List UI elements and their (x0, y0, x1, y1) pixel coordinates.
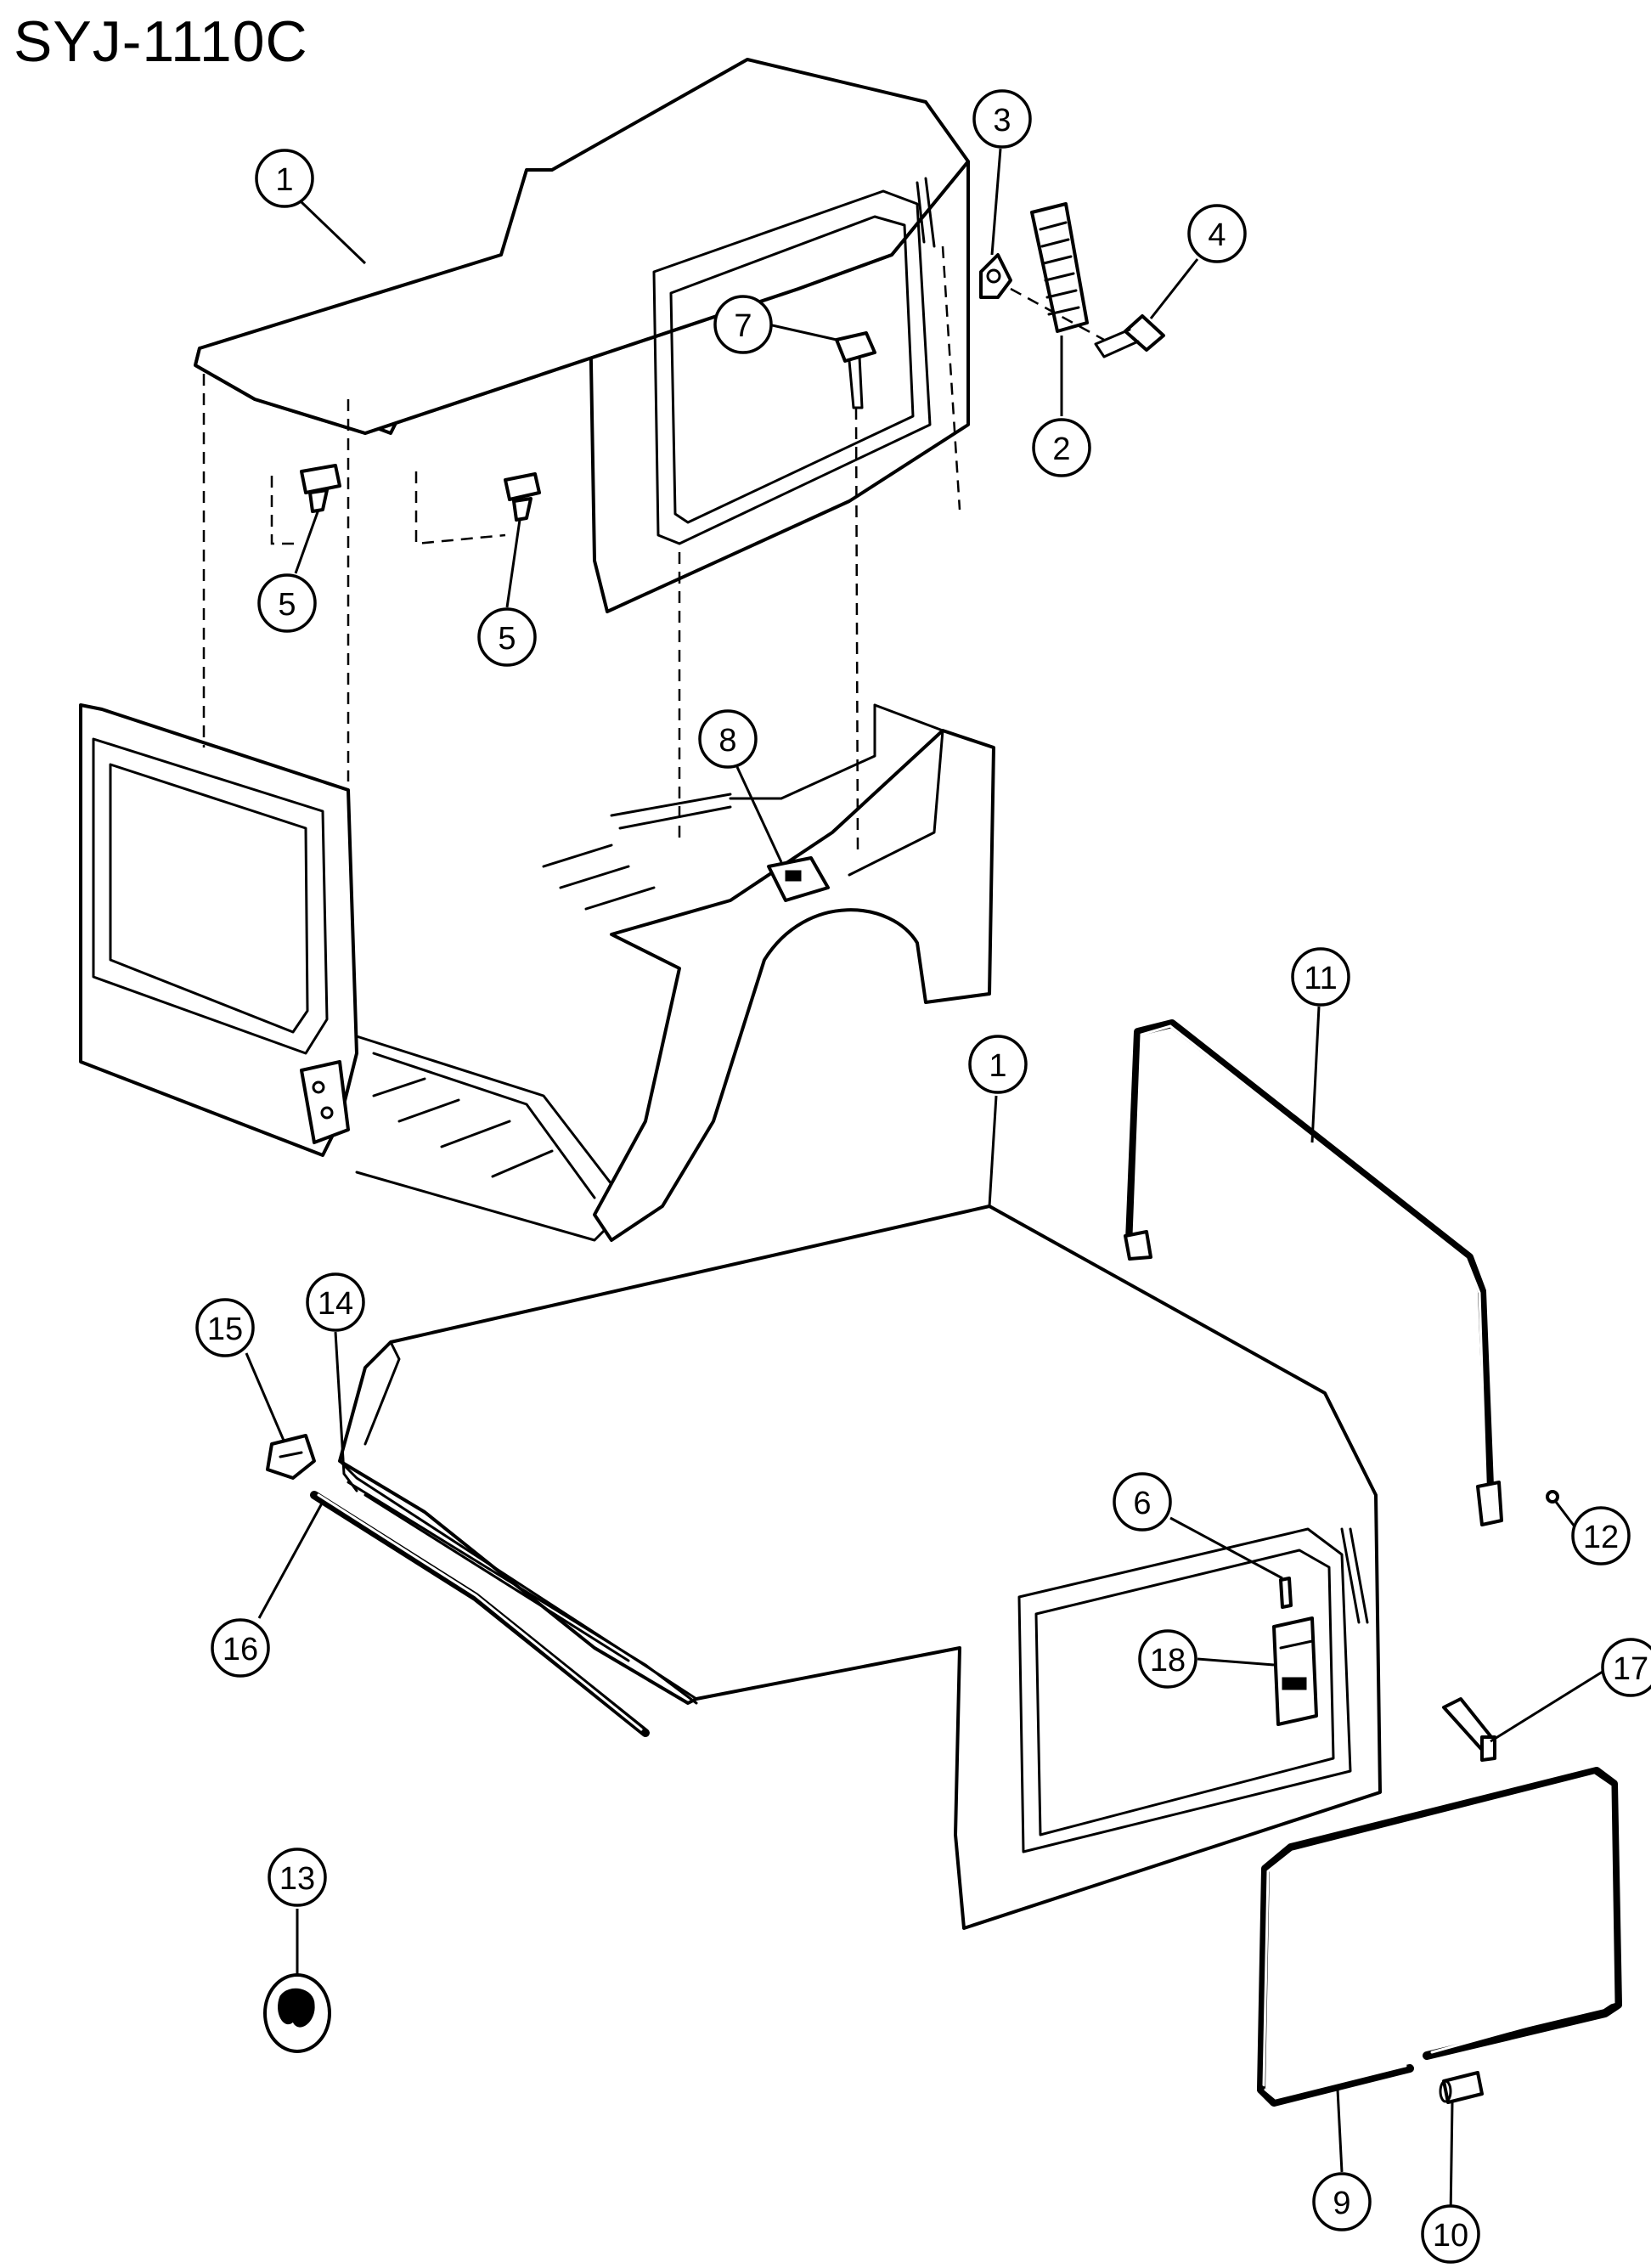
svg-text:18: 18 (1150, 1643, 1186, 1678)
hardtop-upper (194, 58, 970, 613)
svg-text:8: 8 (718, 723, 736, 759)
callout-14-seal-end: 14 (306, 1272, 365, 1332)
callout-5-pin-left: 5 (257, 573, 317, 633)
vehicle-body (79, 703, 995, 1242)
vent-grille (1030, 202, 1089, 333)
svg-text:11: 11 (1304, 961, 1337, 996)
svg-text:1: 1 (989, 1048, 1006, 1084)
svg-text:13: 13 (279, 1861, 315, 1897)
callout-2-vent: 2 (1032, 418, 1091, 477)
bolt (835, 331, 876, 850)
front-clip (266, 1434, 316, 1480)
seal-connector (1439, 2071, 1484, 2104)
svg-text:5: 5 (498, 621, 516, 657)
push-pin-right (414, 471, 541, 545)
svg-text:15: 15 (207, 1312, 243, 1347)
callout-16-seal-strip: 16 (211, 1618, 270, 1678)
svg-text:3: 3 (993, 103, 1011, 138)
front-seal-strip-highlight (317, 1493, 643, 1731)
hardtop-lower (338, 1205, 1382, 1930)
svg-text:6: 6 (1133, 1486, 1151, 1521)
callout-13-plug: 13 (268, 1848, 327, 1907)
svg-text:9: 9 (1333, 2186, 1350, 2221)
callout-15-clip: 15 (195, 1298, 255, 1357)
rear-door-seal (1124, 1019, 1503, 1526)
svg-text:10: 10 (1433, 2218, 1468, 2254)
callout-6-pin: 6 (1113, 1472, 1172, 1532)
callout-9-window-seal: 9 (1312, 2172, 1372, 2231)
push-pin-left (270, 464, 341, 545)
callout-1-lower-hardtop: 1 (968, 1035, 1028, 1094)
callout-7-bolt: 7 (713, 295, 773, 354)
callout-10-connector: 10 (1421, 2204, 1480, 2264)
svg-text:17: 17 (1613, 1651, 1648, 1687)
plug (263, 1973, 331, 2053)
svg-text:2: 2 (1052, 432, 1070, 467)
svg-text:5: 5 (278, 587, 296, 623)
vent-clip (979, 253, 1012, 299)
small-fastener (1546, 1490, 1559, 1504)
svg-text:16: 16 (223, 1632, 258, 1667)
seal-end (342, 1472, 358, 1492)
callout-3-clip: 3 (972, 89, 1032, 149)
leader-lines (245, 148, 1610, 2218)
diagram-title: SYJ-1110C (14, 9, 308, 74)
callout-11-door-seal: 11 (1291, 947, 1350, 1007)
callout-1-upper-hardtop: 1 (255, 149, 314, 208)
window-seal (1257, 1767, 1622, 2107)
svg-text:12: 12 (1583, 1520, 1619, 1555)
svg-text:14: 14 (318, 1286, 353, 1322)
callout-5-pin-right: 5 (477, 607, 537, 667)
pin (1279, 1577, 1293, 1609)
svg-text:4: 4 (1208, 217, 1226, 253)
callout-12-fastener: 12 (1571, 1506, 1631, 1566)
svg-text:7: 7 (734, 308, 752, 344)
callout-18-latch: 18 (1138, 1629, 1197, 1689)
callout-4-screw: 4 (1187, 204, 1247, 263)
screw (1094, 314, 1165, 358)
svg-text:1: 1 (275, 162, 293, 198)
callout-8-tie-down: 8 (698, 709, 758, 769)
screw-guide-line (1010, 287, 1105, 341)
latch (1272, 1616, 1318, 1726)
bracket (1442, 1697, 1496, 1762)
callout-17-bracket: 17 (1601, 1638, 1651, 1697)
